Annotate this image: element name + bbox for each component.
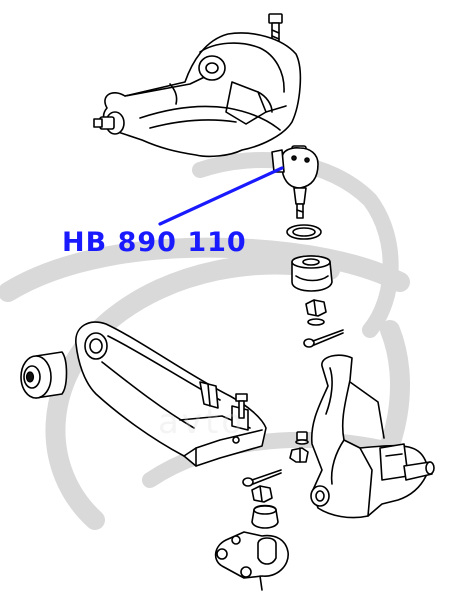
ball-joint-boot [291, 255, 333, 292]
upper-ball-joint [271, 145, 319, 219]
lower-arm-bolt [235, 393, 309, 463]
part-leader-line [158, 166, 284, 226]
ball-joint-ring [286, 224, 322, 240]
watermark-swoosh-top [0, 237, 410, 302]
watermark-swoosh-arc [192, 152, 399, 338]
upper-control-arm [93, 32, 302, 158]
watermark-swoosh-left [45, 254, 340, 530]
steering-knuckle [310, 354, 435, 519]
watermark-text: avto [158, 402, 246, 442]
castle-nut-lower [251, 485, 273, 503]
lower-ball-joint [214, 531, 289, 591]
castle-nut-upper [305, 299, 327, 326]
part-number-label: HB 890 110 [62, 227, 247, 258]
lower-arm-bushing [20, 351, 68, 399]
cotter-pin-upper [303, 329, 344, 348]
cotter-pin-lower [242, 469, 282, 487]
lower-ball-joint-boot [251, 504, 279, 529]
